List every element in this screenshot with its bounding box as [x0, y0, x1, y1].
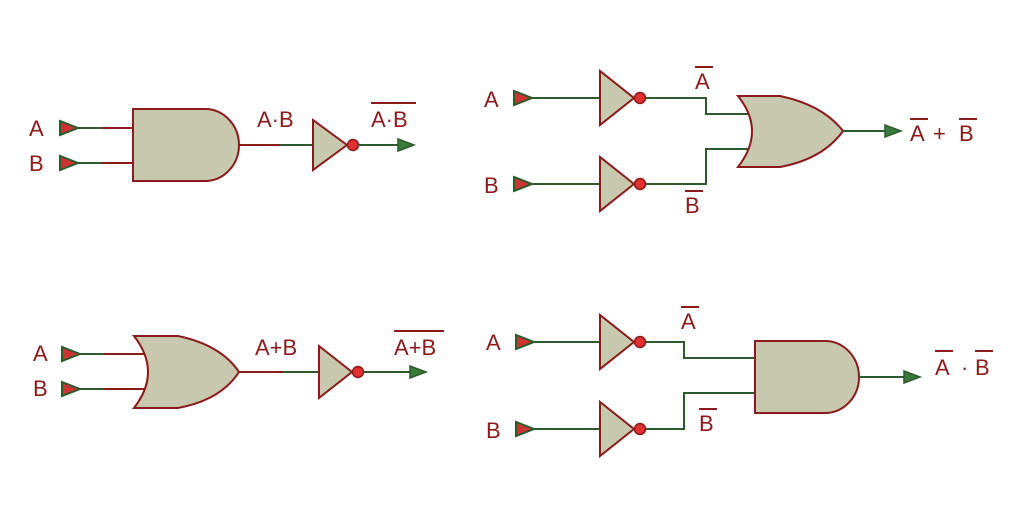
nor-circuit: A B A+B A+B: [33, 330, 444, 409]
nor-output-label: A+B: [394, 335, 436, 360]
or-gate-wire-b: [646, 148, 752, 185]
not-bubble-a: [633, 91, 647, 105]
not-bubble-b: [633, 177, 647, 191]
nand-mid-label: A·B: [257, 107, 294, 132]
not-gate: [312, 118, 349, 172]
nand-output-label: A·B: [371, 107, 408, 132]
not-gate-b: [599, 399, 636, 459]
nand-input-a-label: A: [29, 116, 44, 141]
and-input-a-pin: [515, 333, 537, 351]
not-bubble-a: [633, 335, 647, 349]
nand-output-pin: [397, 137, 417, 153]
nor-mid-label: A+B: [255, 335, 297, 360]
or-output-plus: +: [933, 121, 946, 146]
nand-circuit: A B A·B A·B: [29, 102, 417, 182]
and-gate-wire-a: [646, 341, 755, 359]
and-output-a: A: [935, 355, 950, 380]
and-output-dot: ·: [961, 355, 968, 380]
or-output-pin: [884, 123, 904, 139]
or-not-a-label: A: [695, 69, 710, 94]
not-gate-a: [599, 68, 636, 128]
or-of-nots-circuit: A B A B A + B: [484, 66, 977, 218]
not-bubble: [351, 365, 365, 379]
not-gate-a: [599, 312, 636, 372]
and-gate-wire-b: [646, 392, 755, 430]
nor-input-a-pin: [61, 345, 83, 363]
and-gate: [754, 340, 860, 414]
and-input-b-pin: [515, 420, 537, 438]
or-output-b: B: [959, 121, 974, 146]
or-input-b-pin: [513, 175, 535, 193]
nand-input-b-pin: [59, 154, 81, 172]
or-input-a-pin: [513, 89, 535, 107]
not-gate-b: [599, 154, 636, 214]
not-gate: [318, 343, 354, 401]
nor-input-b-label: B: [33, 376, 48, 401]
and-gate: [132, 108, 240, 182]
and-output-pin: [903, 369, 923, 385]
or-input-a-label: A: [484, 87, 499, 112]
not-bubble-b: [633, 422, 647, 436]
and-output-b: B: [975, 355, 990, 380]
and-not-a-label: A: [681, 309, 696, 334]
and-input-a-label: A: [486, 330, 501, 355]
or-gate-wire-a: [646, 97, 752, 115]
nor-input-b-pin: [61, 380, 83, 398]
or-input-b-label: B: [484, 173, 499, 198]
not-bubble: [346, 138, 360, 152]
and-not-b-label: B: [699, 411, 714, 436]
nand-input-b-label: B: [29, 151, 44, 176]
or-gate: [735, 95, 845, 168]
nor-input-a-label: A: [33, 341, 48, 366]
or-output-a: A: [910, 121, 925, 146]
or-not-b-label: B: [685, 193, 700, 218]
and-input-b-label: B: [486, 418, 501, 443]
or-gate: [131, 335, 241, 409]
and-of-nots-circuit: A B A B A · B: [486, 306, 993, 459]
nor-output-pin: [409, 364, 429, 380]
nand-input-a-pin: [59, 119, 81, 137]
